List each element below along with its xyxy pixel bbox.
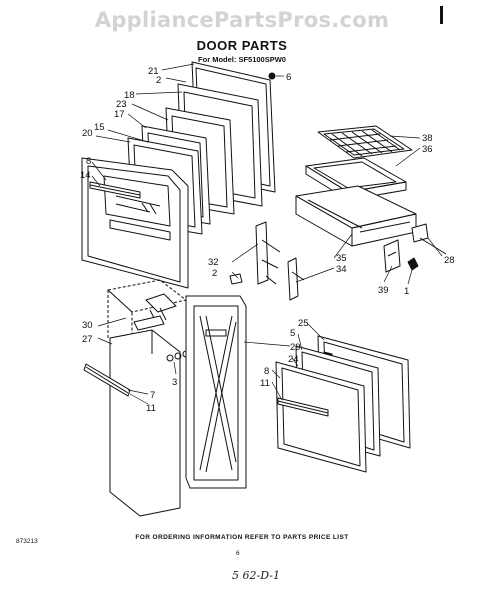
bracket-39	[383, 239, 401, 273]
callouts: 21 2 6 18 23 17 20 15 8 14 38 36 28 32 2…	[80, 66, 455, 414]
callout-38: 38	[422, 133, 433, 144]
callout-2: 2	[156, 75, 161, 86]
drawer-front-8	[275, 361, 367, 473]
corner-mark	[440, 6, 443, 24]
drawer-slide-28	[411, 223, 447, 255]
callout-3: 3	[172, 377, 177, 388]
callout-18: 18	[124, 90, 135, 101]
callout-8: 8	[86, 156, 91, 167]
callout-34: 34	[336, 264, 347, 275]
lower-handle-7	[83, 363, 131, 397]
callout-29: 29	[290, 342, 301, 353]
callout-36: 36	[422, 144, 433, 155]
callout-11-lower: 11	[260, 378, 270, 389]
hinge-34	[287, 257, 305, 301]
outer-door-panel-8	[81, 157, 189, 289]
screw-6	[268, 72, 276, 80]
ordering-note: FOR ORDERING INFORMATION REFER TO PARTS …	[135, 534, 349, 541]
callout-7: 7	[150, 390, 155, 401]
callout-5: 5	[290, 328, 295, 339]
callout-2-hinge: 2	[212, 268, 217, 279]
diagram-title: DOOR PARTS	[196, 38, 288, 53]
leader-lines	[91, 63, 443, 405]
broiler-drawer-35	[295, 185, 417, 247]
callout-14: 14	[80, 170, 91, 181]
hinge-32	[255, 221, 281, 285]
broiler-grid-38	[317, 125, 413, 159]
drawer-handle-11	[277, 397, 329, 417]
page-number: 6	[236, 550, 240, 557]
model-line: For Model: SF5100SPW0	[198, 55, 286, 64]
callout-27: 27	[82, 334, 93, 345]
callout-39: 39	[378, 285, 389, 296]
callout-28: 28	[444, 255, 455, 266]
handwritten-note: 5 62-D-1	[232, 569, 280, 582]
callout-6: 6	[286, 72, 291, 83]
callout-17: 17	[114, 109, 125, 120]
spring-1	[407, 257, 419, 271]
callout-20: 20	[82, 128, 93, 139]
diagram-code: 873213	[16, 538, 38, 545]
callout-11: 11	[146, 403, 156, 414]
callout-15: 15	[94, 122, 105, 133]
inner-panel-27	[109, 329, 181, 517]
hinge-pin-2	[229, 273, 243, 285]
callout-1: 1	[404, 286, 409, 297]
callout-25: 25	[298, 318, 309, 329]
callout-24: 24	[288, 354, 299, 365]
watermark: AppliancePartsPros.com	[94, 8, 390, 32]
callout-30: 30	[82, 320, 93, 331]
callout-23: 23	[116, 99, 127, 110]
callout-35: 35	[336, 253, 347, 264]
callout-32: 32	[208, 257, 219, 268]
callout-21: 21	[148, 66, 159, 77]
callout-8-lower: 8	[264, 366, 269, 377]
door-liner-29	[185, 295, 247, 489]
door-handle-14	[89, 181, 141, 199]
